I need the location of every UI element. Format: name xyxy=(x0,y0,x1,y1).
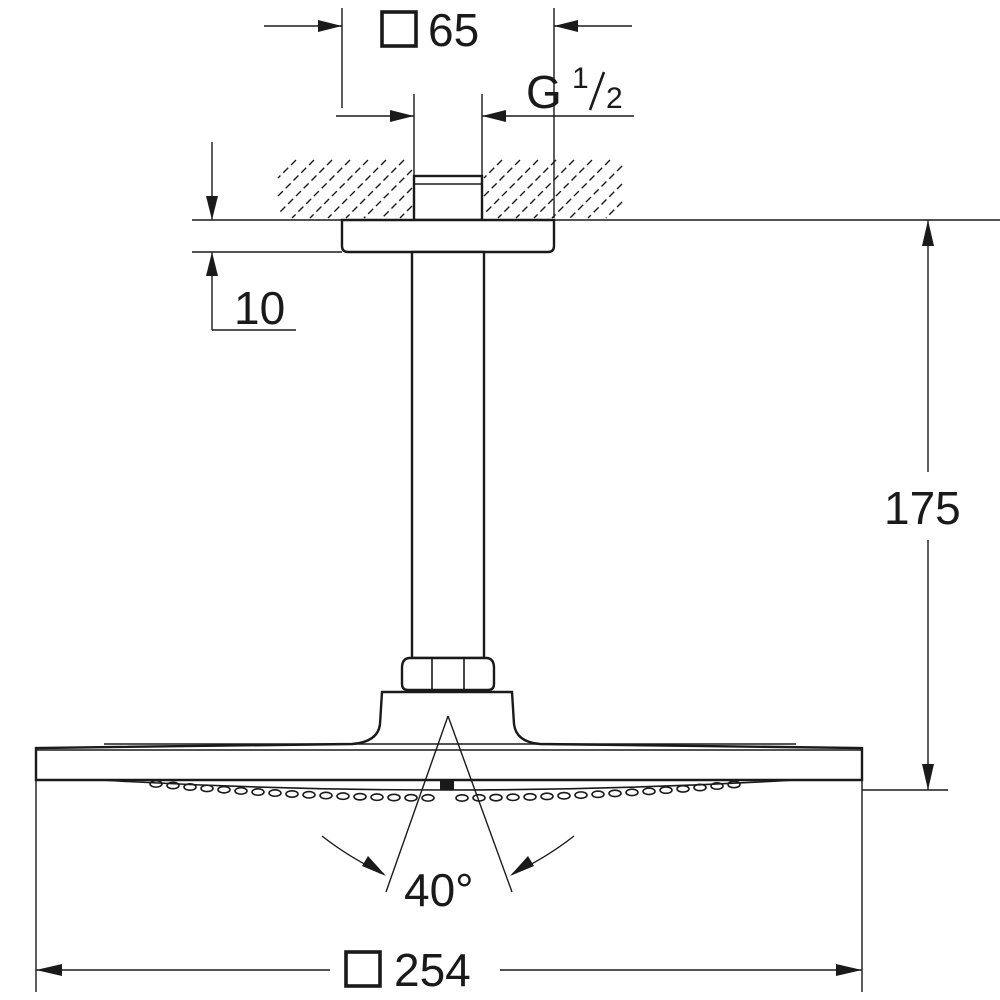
hatch-line xyxy=(483,159,503,179)
nozzle xyxy=(455,793,469,802)
square-symbol-icon xyxy=(380,10,418,48)
thread-letter: G xyxy=(526,66,562,118)
nozzle xyxy=(523,792,537,801)
nozzle xyxy=(166,781,180,790)
hatch-line xyxy=(277,159,315,197)
hatch-line xyxy=(327,159,387,219)
nozzle xyxy=(285,789,299,798)
ceiling-flange xyxy=(340,218,556,254)
dim65-arrow-left xyxy=(318,20,342,32)
thread-denominator: 2 xyxy=(606,82,623,115)
hatch-line xyxy=(309,159,369,219)
angle-arrow-left xyxy=(362,856,386,876)
nozzle xyxy=(540,792,554,801)
hatch-line xyxy=(551,159,611,219)
hatch-line xyxy=(533,159,593,219)
head-housing xyxy=(34,690,864,782)
hatch-line xyxy=(291,159,351,219)
nozzle xyxy=(642,787,656,796)
nozzle xyxy=(591,790,605,799)
nozzle xyxy=(268,789,282,798)
hatch-line xyxy=(399,205,413,219)
hatch-line xyxy=(363,169,413,219)
dim175-arrow-top xyxy=(922,220,934,246)
nozzle xyxy=(217,785,231,794)
nozzle xyxy=(251,788,265,797)
nozzle xyxy=(659,786,673,795)
ceiling-hatching xyxy=(277,159,623,219)
nozzle xyxy=(183,783,197,792)
hatch-line xyxy=(277,159,297,179)
hatch-line xyxy=(569,165,623,219)
nozzle xyxy=(557,791,571,800)
nozzle xyxy=(149,779,163,788)
dim10-arrow-top xyxy=(206,196,218,220)
spray-line-left xyxy=(385,715,449,893)
nozzle xyxy=(693,783,707,792)
hatch-line xyxy=(605,201,623,219)
thread-arrow-right xyxy=(482,110,506,122)
dim175-arrow-bottom xyxy=(922,764,934,790)
threaded-connector xyxy=(412,174,484,222)
nozzle xyxy=(574,791,588,800)
hatch-line xyxy=(587,183,623,219)
nozzle xyxy=(353,792,367,801)
thread-numerator: 1 xyxy=(572,62,589,95)
center-nozzle xyxy=(440,780,454,790)
dim-10-label: 10 xyxy=(234,282,285,334)
hatch-line xyxy=(345,159,405,219)
hatch-line xyxy=(277,159,333,215)
nozzle xyxy=(370,793,384,802)
thread-fraction-slash xyxy=(588,71,606,111)
nozzle xyxy=(387,793,401,802)
nozzle xyxy=(727,780,741,789)
thread-arrow-left xyxy=(390,110,414,122)
square-symbol-icon xyxy=(344,950,382,988)
spray-line-right xyxy=(447,715,513,893)
angle-arrow-right xyxy=(510,856,534,876)
hatch-line xyxy=(483,159,539,215)
nozzle xyxy=(676,784,690,793)
hatch-line xyxy=(497,159,557,219)
dim254-arrow-right xyxy=(836,964,862,976)
nozzle-row xyxy=(149,779,741,802)
dim-175-label: 175 xyxy=(884,482,961,534)
nozzle xyxy=(421,793,435,802)
dim-40-label: 40° xyxy=(404,864,474,916)
nozzle xyxy=(200,784,214,793)
nozzle xyxy=(404,793,418,802)
nozzle xyxy=(506,793,520,802)
swivel-nut xyxy=(400,656,496,692)
hatch-line xyxy=(515,159,575,219)
nozzle xyxy=(302,790,316,799)
dim65-arrow-right xyxy=(554,20,578,32)
dim-254-label: 254 xyxy=(394,944,471,996)
nozzle xyxy=(625,788,639,797)
dim10-arrow-bottom xyxy=(206,252,218,276)
dim254-arrow-left xyxy=(36,964,62,976)
dim-65-label: 65 xyxy=(428,4,479,56)
nozzle xyxy=(608,789,622,798)
nozzle xyxy=(489,793,503,802)
hatch-line xyxy=(381,187,413,219)
shower-arm xyxy=(410,250,486,660)
hatch-line xyxy=(483,159,521,197)
nozzle xyxy=(710,782,724,791)
nozzle xyxy=(336,792,350,801)
nozzle xyxy=(319,791,333,800)
nozzle xyxy=(234,786,248,795)
